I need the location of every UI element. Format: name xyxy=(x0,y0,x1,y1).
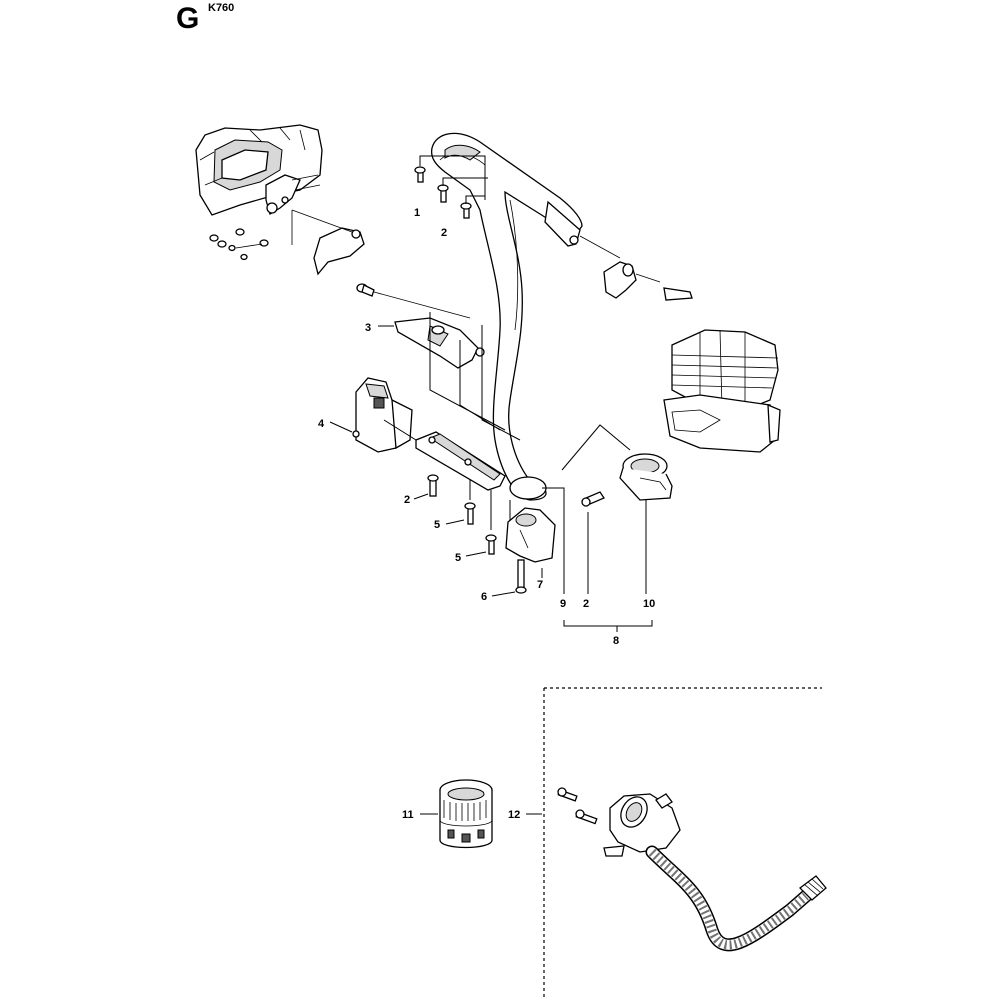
callout-8: 8 xyxy=(613,635,619,647)
accessory-box-part-12 xyxy=(526,687,827,1000)
lower-screws xyxy=(427,474,527,594)
coupling-part-11 xyxy=(420,779,493,849)
callout-2-top: 2 xyxy=(441,227,447,239)
callout-2-left: 2 xyxy=(404,494,410,506)
screw-upper xyxy=(356,283,471,319)
callout-9: 9 xyxy=(560,598,566,610)
front-handle xyxy=(430,132,621,501)
lower-bracket-plate xyxy=(415,431,506,491)
callout-10: 10 xyxy=(643,598,655,610)
callout-1: 1 xyxy=(414,207,420,219)
engine-cylinder xyxy=(663,329,781,453)
clip-bracket xyxy=(291,209,365,276)
callout-3: 3 xyxy=(365,322,371,334)
callout-5-lower: 5 xyxy=(455,552,461,564)
callout-6: 6 xyxy=(481,591,487,603)
callout-4: 4 xyxy=(318,418,325,430)
top-screws xyxy=(414,166,472,219)
callout-5-upper: 5 xyxy=(434,519,440,531)
leader-lines xyxy=(383,155,653,632)
callout-labels: 1 2 3 4 2 5 5 6 7 9 2 10 8 11 12 xyxy=(318,207,655,821)
machine-body-illustration xyxy=(195,124,323,216)
callout-ticks xyxy=(329,325,516,597)
bracket-part-3 xyxy=(394,317,485,369)
section-letter: G xyxy=(176,2,200,35)
handle-bracket xyxy=(603,261,693,301)
small-nuts xyxy=(209,228,269,261)
rubber-insert-part-7 xyxy=(505,507,556,563)
screw-right xyxy=(581,491,605,507)
callout-12: 12 xyxy=(508,809,520,821)
callout-2-right: 2 xyxy=(583,598,589,610)
support-block-part-4 xyxy=(352,377,413,453)
callout-7: 7 xyxy=(537,579,543,591)
handle-cup-part-10 xyxy=(619,453,673,501)
model-code: K760 xyxy=(208,2,235,14)
callout-11: 11 xyxy=(402,809,414,821)
